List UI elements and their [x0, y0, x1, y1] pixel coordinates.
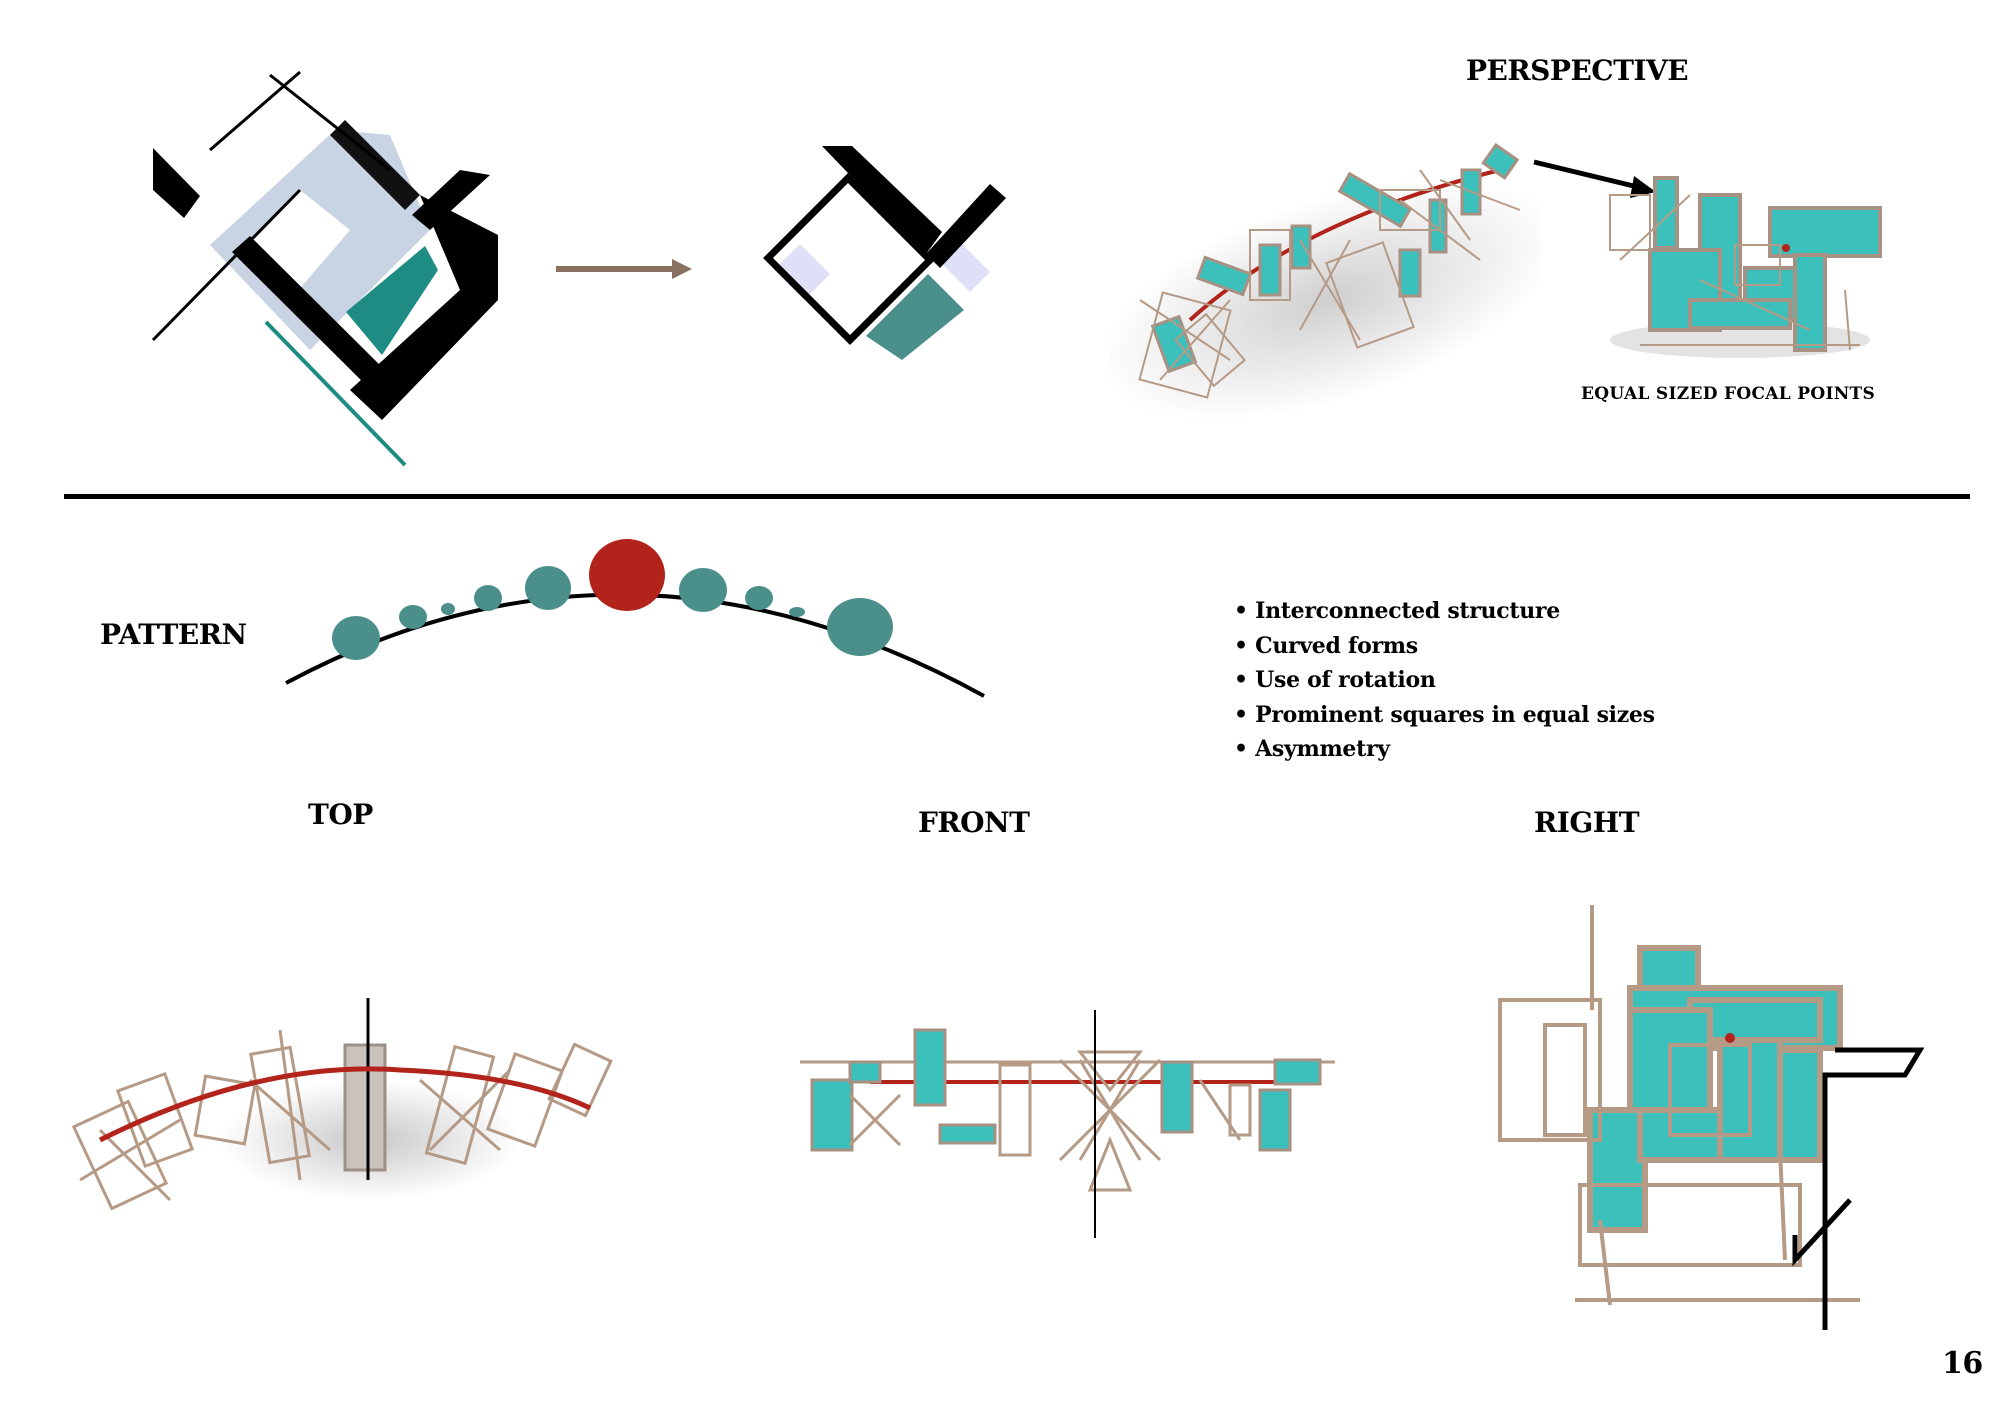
focal-points-render [1609, 176, 1882, 358]
principles-list: Interconnected structure Curved forms Us… [1234, 594, 1655, 767]
focal-points-caption: EQUAL SIZED FOCAL POINTS [1581, 384, 1876, 404]
page-number: 16 [1942, 1346, 1983, 1381]
right-view-heading: RIGHT [1534, 806, 1640, 839]
section-divider [64, 494, 1970, 499]
front-view-render [800, 1010, 1335, 1238]
perspective-model-render [1110, 142, 1540, 421]
list-item: Curved forms [1234, 629, 1655, 664]
list-item: Prominent squares in equal sizes [1234, 698, 1655, 733]
focal-arrow [1533, 159, 1656, 198]
pattern-heading: PATTERN [100, 618, 247, 651]
perspective-heading: PERSPECTIVE [1466, 54, 1689, 87]
transform-arrow [556, 259, 692, 279]
top-view-heading: TOP [308, 798, 373, 831]
top-view-render [71, 998, 613, 1211]
right-view-render [1498, 905, 1925, 1330]
list-item: Use of rotation [1234, 663, 1655, 698]
front-view-heading: FRONT [918, 806, 1030, 839]
composition-collage [151, 70, 498, 467]
list-item: Interconnected structure [1234, 594, 1655, 629]
abstract-square-composition [763, 146, 1006, 360]
pattern-arc-diagram [285, 539, 985, 698]
list-item: Asymmetry [1234, 732, 1655, 767]
